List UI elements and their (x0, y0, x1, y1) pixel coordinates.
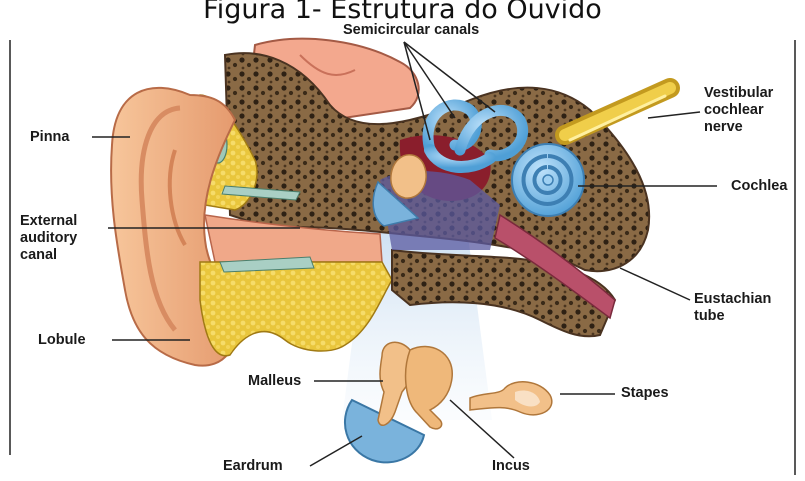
label-eardrum: Eardrum (223, 458, 283, 475)
label-cochlea: Cochlea (731, 178, 787, 195)
label-external-auditory-canal: External auditory canal (20, 213, 77, 264)
label-pinna: Pinna (30, 129, 69, 146)
label-semicircular-canals: Semicircular canals (343, 22, 479, 39)
leader-eustachian (620, 268, 690, 300)
label-stapes: Stapes (621, 385, 669, 402)
label-vestibular-cochlear-nerve: Vestibular cochlear nerve (704, 85, 773, 136)
leader-vestibular (648, 112, 700, 118)
label-eustachian-tube: Eustachian tube (694, 291, 771, 325)
label-incus: Incus (492, 458, 530, 475)
label-malleus: Malleus (248, 373, 301, 390)
cochlea-shape (512, 144, 584, 216)
upper-ossicles (391, 155, 426, 198)
leader-eardrum (310, 436, 362, 466)
label-lobule: Lobule (38, 332, 86, 349)
